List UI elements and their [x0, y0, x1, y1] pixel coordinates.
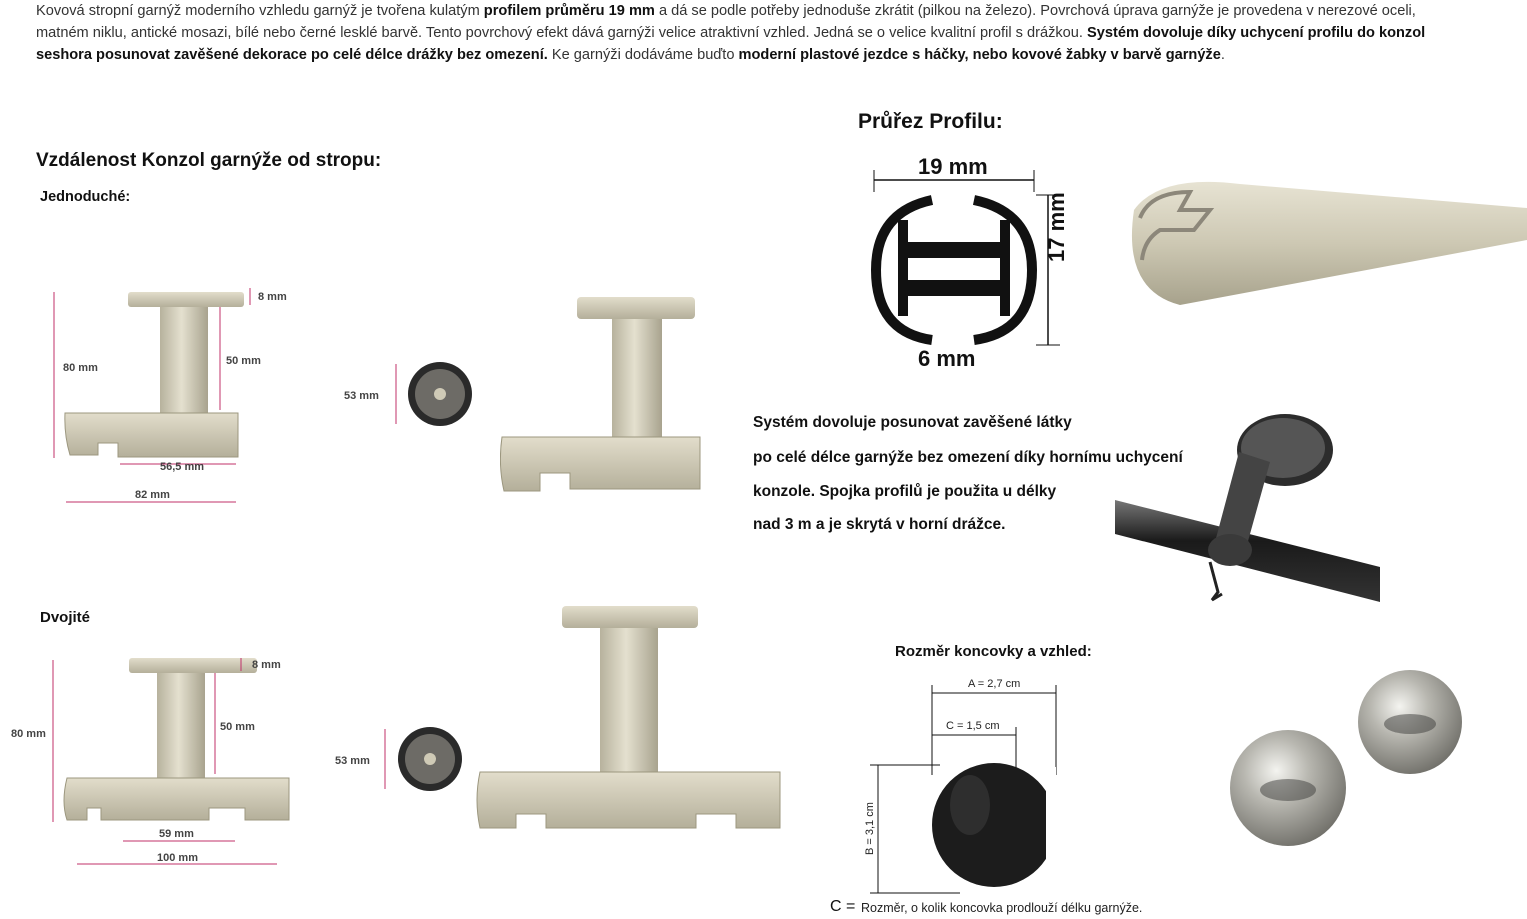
double-dim-53: 53 mm	[335, 755, 370, 767]
bracket-stem	[160, 307, 208, 415]
nickel-finial-photo	[1230, 670, 1462, 846]
double-dim-100: 100 mm	[157, 852, 198, 864]
double-dim-59: 59 mm	[159, 828, 194, 840]
bracket-clamp	[64, 412, 239, 458]
intro-paragraph: Kovová stropní garnýž moderního vzhledu …	[36, 0, 1436, 66]
profil-heading: Průřez Profilu:	[858, 110, 1003, 133]
koncovka-heading: Rozměr koncovky a vzhled:	[895, 643, 1092, 660]
double-label: Dvojité	[40, 609, 91, 626]
double-bracket-dimension-drawing	[52, 658, 290, 865]
finial-dim-a: A = 2,7 cm	[968, 678, 1021, 690]
black-rail-photo	[1115, 414, 1380, 602]
profile-cross-section	[870, 170, 1060, 346]
system-line-4: nad 3 m a je skrytá v horní drážce.	[753, 516, 1006, 533]
system-line-2: po celé délce garnýže bez omezení díky h…	[753, 449, 1183, 466]
intro-bold-1: profilem průměru 19 mm	[483, 3, 655, 19]
double-bracket-photo	[476, 606, 781, 829]
finial-dim-c: C = 1,5 cm	[946, 720, 1000, 732]
intro-text-3: Ke garnýži dodáváme buďto	[547, 47, 739, 63]
ceiling-plate	[128, 292, 244, 307]
single-rosette-top-view	[395, 362, 472, 426]
profile-height-label: 17 mm	[1044, 192, 1069, 262]
intro-text-4: .	[1220, 47, 1225, 63]
finial-dim-b: B = 3,1 cm	[864, 802, 876, 855]
system-line-1: Systém dovoluje posunovat zavěšené látky	[753, 414, 1072, 431]
konzoly-heading: Vzdálenost Konzol garnýže od stropu:	[36, 150, 382, 171]
profile-rail-photo	[1131, 181, 1527, 305]
profile-gap-label: 6 mm	[918, 346, 976, 371]
single-dim-82: 82 mm	[135, 489, 170, 501]
double-dim-8: 8 mm	[252, 659, 281, 671]
single-bracket-photo	[500, 297, 701, 492]
intro-text-2: a dá se podle potřeby jednoduše zkrátit …	[36, 3, 1416, 41]
single-bracket-dimension-drawing	[53, 288, 251, 503]
single-dim-56: 56,5 mm	[160, 461, 205, 473]
single-dim-80: 80 mm	[63, 362, 98, 374]
single-dim-53: 53 mm	[344, 390, 379, 402]
finial-note-label: C =	[830, 898, 856, 915]
double-dim-80: 80 mm	[11, 728, 46, 740]
double-dim-50: 50 mm	[220, 721, 255, 733]
single-dim-8: 8 mm	[258, 291, 287, 303]
finial-dimension-drawing	[870, 685, 1057, 894]
single-label: Jednoduché:	[40, 189, 131, 205]
intro-bold-2: Systém dovoluje díky uchycení profilu do…	[36, 25, 1426, 63]
profile-width-label: 19 mm	[918, 154, 988, 179]
double-rosette-top-view	[384, 727, 462, 791]
intro-text-1: Kovová stropní garnýž moderního vzhledu …	[36, 3, 484, 19]
system-line-3: konzole. Spojka profilů je použita u dél…	[753, 483, 1057, 500]
intro-bold-3: moderní plastové jezdce s háčky, nebo ko…	[738, 47, 1221, 63]
finial-note: Rozměr, o kolik koncovka prodlouží délku…	[861, 901, 1143, 915]
single-dim-50: 50 mm	[226, 355, 261, 367]
